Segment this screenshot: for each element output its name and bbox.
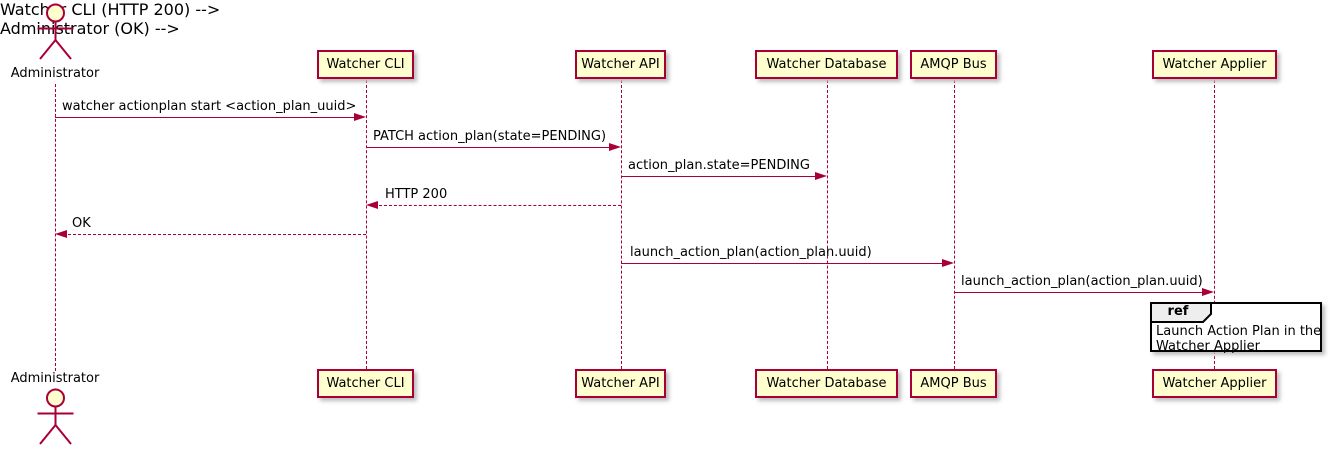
participant-watcher-database-bottom: Watcher Database [755, 369, 898, 398]
message-label: launch_action_plan(action_plan.uuid) [630, 245, 872, 260]
participant-watcher-api-top: Watcher API [575, 50, 666, 79]
participant-watcher-applier-top: Watcher Applier [1152, 50, 1277, 79]
arrowhead-right-icon [942, 259, 954, 267]
participant-watcher-cli-bottom: Watcher CLI [317, 369, 414, 398]
ref-text-line-2: Watcher Applier [1156, 339, 1260, 354]
actor-icon [37, 388, 74, 445]
actor-icon [37, 3, 74, 60]
arrowhead-left-icon [55, 230, 67, 238]
arrowhead-right-icon [354, 113, 366, 121]
lifeline-watcher-api [621, 80, 622, 369]
message-line [63, 234, 366, 235]
participant-amqp-bus-top: AMQP Bus [910, 50, 997, 79]
message-line [374, 205, 621, 206]
ref-keyword: ref [1167, 304, 1189, 319]
arrowhead-right-icon [1202, 288, 1214, 296]
actor-label-top: Administrator [10, 66, 100, 81]
arrowhead-right-icon [815, 172, 827, 180]
arrowhead-left-icon [366, 201, 378, 209]
message-line [621, 176, 819, 177]
lifeline-watcher-database [827, 80, 828, 369]
lifeline-watcher-applier [1214, 80, 1215, 369]
message-label: launch_action_plan(action_plan.uuid) [961, 274, 1203, 289]
participant-watcher-applier-bottom: Watcher Applier [1152, 369, 1277, 398]
ref-text-line-1: Launch Action Plan in the [1156, 324, 1322, 339]
message-line [621, 263, 948, 264]
message-line [366, 147, 613, 148]
lifeline-amqp-bus [954, 80, 955, 369]
participant-watcher-database-top: Watcher Database [755, 50, 898, 79]
lifeline-administrator [55, 84, 56, 371]
participant-amqp-bus-bottom: AMQP Bus [910, 369, 997, 398]
message-label: PATCH action_plan(state=PENDING) [373, 129, 607, 144]
ref-tab-icon [1150, 302, 1212, 323]
message-label: action_plan.state=PENDING [628, 158, 810, 173]
arrowhead-right-icon [609, 143, 621, 151]
lifeline-watcher-cli [366, 80, 367, 369]
message-label: watcher actionplan start <action_plan_uu… [62, 99, 357, 114]
participant-watcher-api-bottom: Watcher API [575, 369, 666, 398]
message-label: OK [72, 216, 91, 231]
participant-watcher-cli-top: Watcher CLI [317, 50, 414, 79]
actor-label-bottom: Administrator [10, 371, 100, 386]
message-line [55, 117, 357, 118]
message-label: HTTP 200 [385, 187, 448, 202]
message-line [954, 292, 1208, 293]
